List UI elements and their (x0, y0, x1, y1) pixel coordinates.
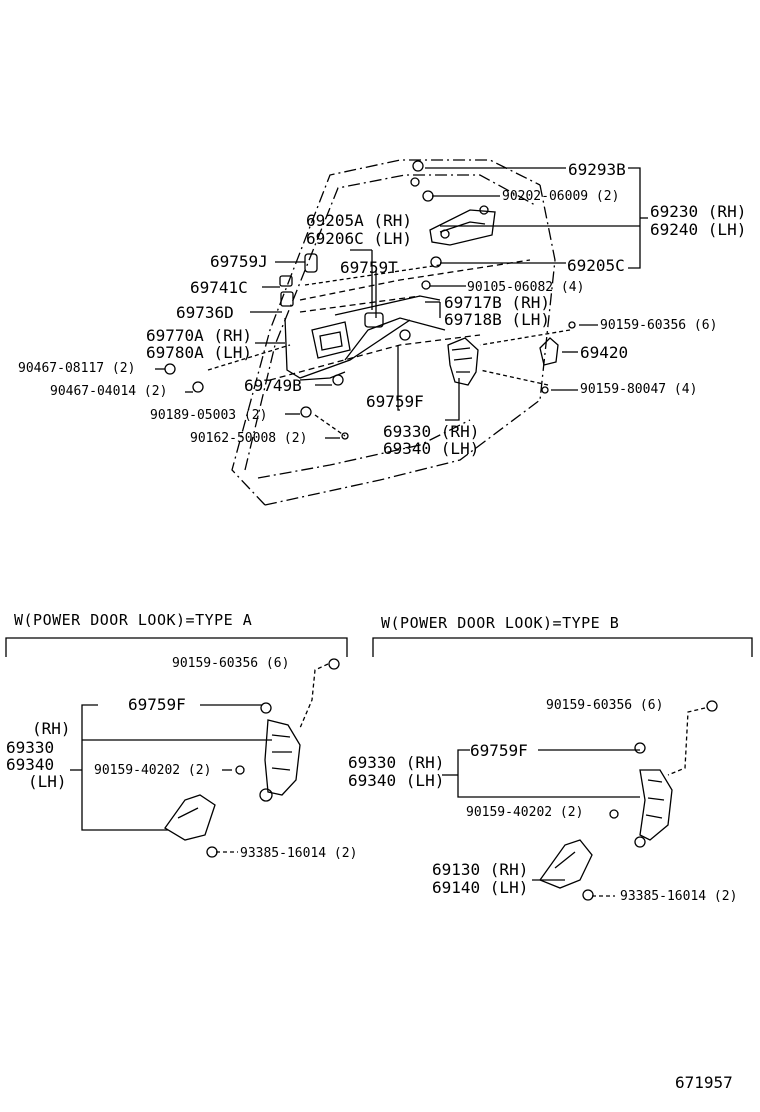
door-lock-assembly (447, 337, 479, 386)
part-69736D: 69736D (176, 303, 234, 322)
type-b-69759F: 69759F (470, 741, 528, 760)
type-a-header: W(POWER DOOR LOOK)=TYPE A (14, 611, 253, 629)
part-69718B-lh: 69718B (LH) (444, 310, 550, 329)
type-a-69759F: 69759F (128, 695, 186, 714)
rods (284, 295, 446, 381)
part-90467-08117: 90467-08117 (2) (18, 361, 136, 376)
part-69205A-rh: 69205A (RH) (306, 211, 412, 230)
type-b-90159-60356: 90159-60356 (6) (546, 698, 664, 713)
window-frame (269, 259, 531, 381)
type-a-rh: (RH) (32, 719, 71, 738)
outer-handle-shape (429, 205, 496, 246)
part-69759T: 69759T (340, 258, 398, 277)
type-b-bracket (372, 637, 753, 881)
part-90467-04014: 90467-04014 (2) (50, 384, 168, 399)
type-b-header: W(POWER DOOR LOOK)=TYPE B (381, 614, 620, 632)
part-69741C: 69741C (190, 278, 248, 297)
part-90189-05003: 90189-05003 (2) (150, 408, 268, 423)
part-69749B: 69749B (244, 376, 302, 395)
small-parts (164, 160, 576, 440)
type-b-90159-40202: 90159-40202 (2) (466, 805, 584, 820)
figure-number: 671957 (675, 1073, 733, 1092)
type-a-lock-shape (164, 658, 340, 858)
type-b-lock-shape (538, 700, 718, 901)
type-b-69330-rh: 69330 (RH) (348, 753, 445, 772)
type-b-69130-rh: 69130 (RH) (432, 860, 529, 879)
part-69206C-lh: 69206C (LH) (306, 229, 412, 248)
part-90159-80047: 90159-80047 (4) (580, 382, 698, 397)
part-69780A-lh: 69780A (LH) (146, 343, 252, 362)
part-69230-rh: 69230 (RH) (650, 202, 747, 221)
part-69340-lh-top: 69340 (LH) (383, 439, 480, 458)
type-a-69340: 69340 (6, 755, 55, 774)
type-b-69340-lh: 69340 (LH) (348, 771, 445, 790)
part-69240-lh: 69240 (LH) (650, 220, 747, 239)
leader-lines-top (155, 167, 648, 439)
type-b-dashed (592, 707, 706, 897)
type-a-lh: (LH) (28, 772, 67, 791)
part-90159-60356-top: 90159-60356 (6) (600, 318, 718, 333)
part-69330-rh-top: 69330 (RH) (383, 422, 480, 441)
type-a-90159-40202: 90159-40202 (2) (94, 763, 212, 778)
type-b-69140-lh: 69140 (LH) (432, 878, 529, 897)
part-69293B: 69293B (568, 160, 626, 179)
part-69759J: 69759J (210, 252, 268, 271)
part-69420: 69420 (580, 343, 629, 362)
part-69759F-top: 69759F (366, 392, 424, 411)
type-a-bracket (5, 637, 348, 831)
type-a-dashed (216, 663, 329, 853)
part-69770A-rh: 69770A (RH) (146, 326, 252, 345)
door-outline (231, 159, 556, 506)
part-90202-06009: 90202-06009 (2) (502, 189, 620, 204)
type-a-69330: 69330 (6, 738, 55, 757)
part-90105-06082: 90105-06082 (4) (467, 280, 585, 295)
inner-handle-shape (311, 321, 351, 359)
type-b-93385-16014: 93385-16014 (2) (620, 889, 738, 904)
type-a-93385-16014: 93385-16014 (2) (240, 846, 358, 861)
striker-shape (539, 337, 559, 366)
dashed-leaders-top (207, 264, 571, 437)
type-a-90159-60356: 90159-60356 (6) (172, 656, 290, 671)
part-90162-50008: 90162-50008 (2) (190, 431, 308, 446)
part-69717B-rh: 69717B (RH) (444, 293, 550, 312)
part-69205C: 69205C (567, 256, 625, 275)
